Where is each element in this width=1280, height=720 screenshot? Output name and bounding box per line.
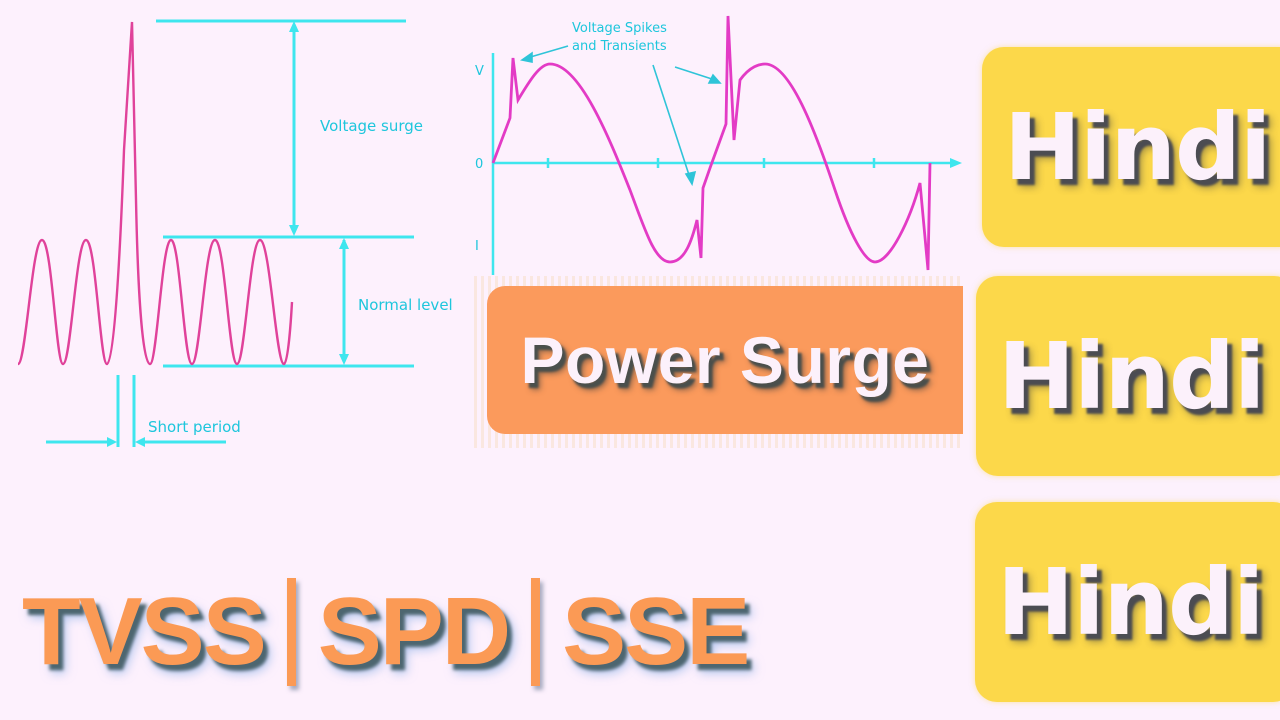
acronym-tvss: TVSS (22, 578, 267, 685)
hindi-label-3: Hindi (997, 548, 1264, 656)
separator-bar (531, 578, 541, 686)
surge-waveform (16, 21, 294, 366)
voltage-surge-diagram: Voltage surge Normal level Short period (16, 19, 453, 447)
separator-bar (286, 578, 296, 686)
transient-waveform (491, 15, 932, 271)
hindi-card-2: Hindi (976, 276, 1280, 476)
spikes-annotation-line1: Voltage Spikes (572, 21, 667, 36)
banner-title: Power Surge (520, 323, 930, 397)
axis-label-v: V (475, 64, 484, 79)
hindi-label-2: Hindi (998, 322, 1265, 430)
hindi-card-1: Hindi (982, 47, 1280, 247)
hindi-label-1: Hindi (1004, 93, 1271, 201)
acronym-spd: SPD (317, 578, 511, 685)
spikes-annotation-line2: and Transients (572, 39, 667, 54)
hindi-card-3: Hindi (975, 502, 1280, 702)
axis-label-origin: 0 (475, 157, 483, 172)
short-period-label: Short period (148, 418, 241, 436)
power-surge-banner: Power Surge (487, 286, 963, 434)
voltage-surge-label: Voltage surge (320, 117, 423, 135)
acronym-row: TVSS SPD SSE (22, 572, 750, 692)
acronym-sse: SSE (562, 578, 750, 685)
spikes-transients-diagram: Voltage Spikes and Transients V 0 I (475, 15, 962, 275)
axis-label-i: I (475, 239, 479, 254)
normal-level-label: Normal level (358, 296, 453, 314)
